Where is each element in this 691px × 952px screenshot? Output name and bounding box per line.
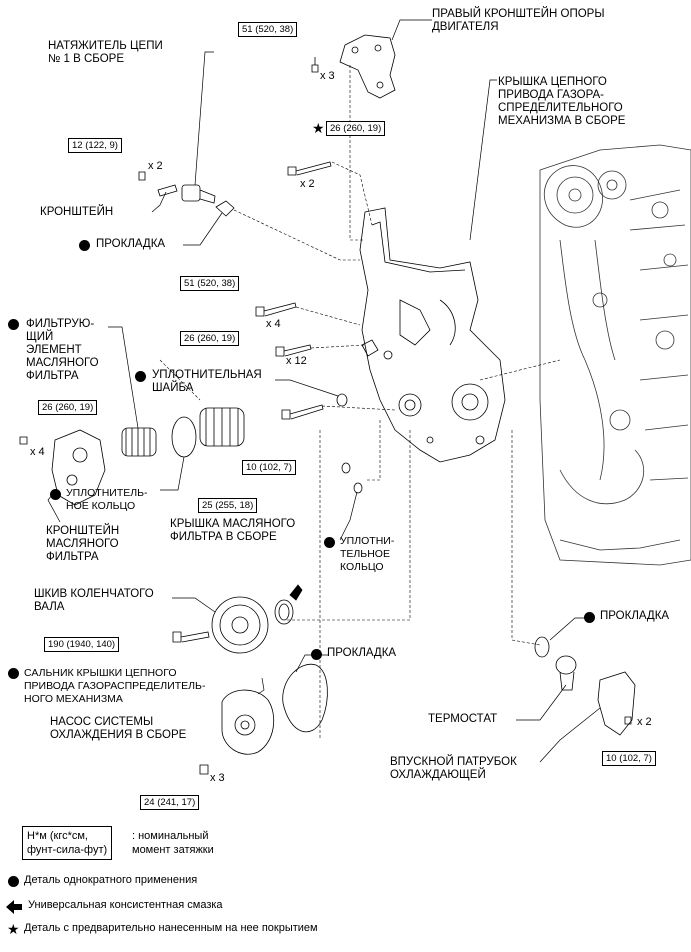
label-thermostat: ТЕРМОСТАТ (428, 713, 498, 725)
legend-torque-desc: : номинальный момент затяжки (132, 830, 214, 856)
torque-box: 26 (260, 19) (180, 331, 240, 346)
engine-block (539, 144, 691, 566)
label-o-ring-cover: УПЛОТНИ- ТЕЛЬНОЕ КОЛЬЦО (340, 535, 395, 573)
torque-box: 12 (122, 9) (68, 138, 122, 153)
single-use-icon (8, 876, 19, 887)
qty: x 2 (148, 160, 163, 172)
single-use-icon (311, 649, 322, 660)
engine-mount-bracket (339, 34, 396, 99)
label-o-ring-filter: УПЛОТНИТЕЛЬ- НОЕ КОЛЬЦО (66, 487, 148, 512)
label-gasket-thermostat: ПРОКЛАДКА (600, 610, 670, 622)
single-use-icon (8, 319, 19, 330)
label-gasket-tensioner: ПРОКЛАДКА (96, 238, 166, 250)
single-use-icon (584, 612, 595, 623)
label-crank-pulley: ШКИВ КОЛЕНЧАТОГО ВАЛА (34, 588, 154, 613)
label-bracket: КРОНШТЕЙН (40, 206, 114, 218)
single-use-icon (135, 371, 146, 382)
qty: x 2 (637, 716, 652, 728)
label-engine-mount-bracket: ПРАВЫЙ КРОНШТЕЙН ОПОРЫ ДВИГАТЕЛЯ (432, 8, 605, 33)
oil-filter-parts (51, 393, 363, 506)
qty: x 2 (300, 178, 315, 190)
label-chain-tensioner: НАТЯЖИТЕЛЬ ЦЕПИ № 1 В СБОРЕ (48, 40, 163, 65)
label-oil-seal: САЛЬНИК КРЫШКИ ЦЕПНОГО ПРИВОДА ГАЗОРАСПР… (24, 667, 206, 705)
label-water-inlet: ВПУСКНОЙ ПАТРУБОК ОХЛАЖДАЮЩЕЙ (390, 756, 517, 781)
torque-box: 10 (102, 7) (242, 460, 296, 475)
label-oil-filter-cap: КРЫШКА МАСЛЯНОГО ФИЛЬТРА В СБОРЕ (170, 518, 296, 543)
timing-cover (359, 207, 506, 463)
bolts (19, 57, 632, 775)
single-use-icon (324, 537, 335, 548)
legend-single-use: Деталь однократного применения (24, 874, 198, 886)
single-use-icon (8, 668, 19, 679)
precoat-star-icon: ★ (312, 121, 325, 137)
legend-torque-units: Н*м (кгс*см, фунт-сила-фут) (22, 826, 113, 860)
thermostat-parts (534, 636, 636, 736)
torque-box: 10 (102, 7) (602, 751, 656, 766)
qty: x 4 (266, 318, 281, 330)
torque-box: 51 (520, 38) (238, 22, 298, 37)
legend-grease: Универсальная консистентная смазка (28, 899, 223, 911)
grease-arrow (289, 584, 303, 601)
label-timing-cover: КРЫШКА ЦЕПНОГО ПРИВОДА ГАЗОРА- СПРЕДЕЛИТ… (498, 76, 626, 127)
label-gasket-pump: ПРОКЛАДКА (327, 647, 397, 659)
torque-box: 26 (260, 19) (38, 400, 98, 415)
single-use-icon (50, 489, 61, 500)
label-seal-washer: УПЛОТНИТЕЛЬНАЯ ШАЙБА (152, 369, 262, 394)
label-oil-filter-bracket: КРОНШТЕЙН МАСЛЯНОГО ФИЛЬТРА (46, 525, 120, 563)
lower-parts (211, 596, 328, 755)
qty: x 3 (320, 70, 335, 82)
torque-box: 25 (255, 18) (198, 498, 258, 513)
legend-precoated: Деталь с предварительно нанесенным на не… (24, 922, 318, 934)
legend-grease-icon (6, 900, 22, 914)
label-water-pump: НАСОС СИСТЕМЫ ОХЛАЖДЕНИЯ В СБОРЕ (50, 716, 187, 741)
legend-star-icon: ★ (7, 922, 20, 938)
torque-box: 190 (1940, 140) (44, 637, 120, 652)
qty: x 3 (210, 772, 225, 784)
single-use-icon (79, 240, 90, 251)
torque-box: 26 (260, 19) (326, 121, 386, 136)
qty: x 12 (286, 355, 307, 367)
label-oil-filter-element: ФИЛЬТРУЮ- ЩИЙ ЭЛЕМЕНТ МАСЛЯНОГО ФИЛЬТРА (26, 318, 99, 382)
chain-tensioner (157, 184, 235, 217)
qty: x 4 (30, 446, 45, 458)
torque-box: 51 (520, 38) (180, 276, 240, 291)
torque-box: 24 (241, 17) (140, 795, 200, 810)
dashed-lines (159, 65, 561, 740)
